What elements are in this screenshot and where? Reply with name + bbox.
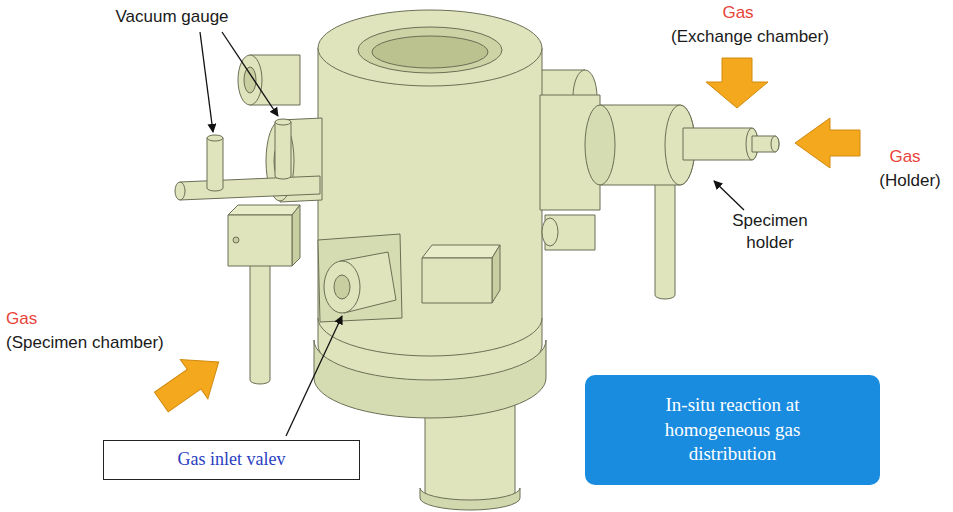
leader-line (286, 316, 342, 436)
front-box (422, 258, 492, 303)
gauge-port (175, 182, 185, 200)
gauge-port (175, 118, 322, 202)
gas-pipe (250, 255, 270, 384)
vacuum-gauge (275, 119, 291, 179)
inlet-valve (324, 261, 360, 313)
part-label: Specimen holder (723, 210, 818, 254)
chamber-body (318, 10, 542, 86)
fitting-block (228, 205, 300, 266)
gas-label: Gas (722, 2, 753, 24)
leader-line (222, 32, 278, 116)
chamber-body (314, 340, 546, 418)
gauge-port (180, 176, 320, 200)
vacuum-gauge (275, 122, 291, 179)
vacuum-gauge (207, 135, 223, 191)
leader-line (714, 181, 744, 210)
inlet-valve (334, 275, 350, 299)
gas-pipe (655, 180, 675, 299)
vacuum-gauge (275, 119, 291, 125)
front-box (492, 245, 500, 303)
fitting-block (233, 237, 239, 243)
back-port (238, 55, 300, 105)
gas-target-label: (Specimen chamber) (6, 332, 164, 354)
specimen-holder (771, 136, 779, 152)
front-box (422, 245, 500, 258)
fitting-block (228, 215, 292, 266)
vacuum-gauge (207, 135, 223, 141)
pumping-tube (420, 488, 520, 510)
inlet-valve (318, 234, 402, 322)
chamber-body (314, 10, 546, 418)
text-group: Gas inlet valev (178, 449, 286, 471)
box-text: Gas inlet valev (178, 449, 286, 471)
specimen-holder (752, 136, 779, 152)
vacuum-gauge (207, 138, 223, 191)
specimen-holder (683, 128, 758, 160)
specimen-holder (585, 105, 615, 185)
specimen-holder (585, 105, 779, 185)
gas-target-label: (Holder) (879, 170, 940, 192)
text-group: In-situ reaction at homogeneous gas dist… (625, 393, 840, 467)
inlet-valve (318, 234, 402, 322)
gas-arrow (795, 118, 860, 168)
box-text: In-situ reaction at homogeneous gas dist… (625, 393, 840, 467)
gas-label: Gas (6, 308, 37, 330)
gas-label: Gas (889, 146, 920, 168)
gas-arrow (148, 342, 233, 421)
fitting-block (292, 205, 300, 266)
gas-pipe (655, 180, 675, 299)
gas-arrow (706, 58, 768, 108)
callout-box: Gas inlet valev (103, 440, 360, 480)
gas-target-label: (Exchange chamber) (671, 26, 829, 48)
illustration-part (148, 58, 860, 422)
chamber-body (372, 36, 488, 68)
leader-line (200, 32, 213, 132)
chamber-body (358, 27, 502, 73)
chamber-body (318, 318, 542, 356)
gas-pipe (250, 255, 270, 384)
chamber-body (318, 48, 542, 383)
front-box (422, 245, 500, 303)
holder-mount (542, 218, 558, 246)
fitting-block (228, 205, 300, 215)
info-box: In-situ reaction at homogeneous gas dist… (585, 375, 880, 485)
part-label: Vacuum gauge (115, 6, 228, 28)
